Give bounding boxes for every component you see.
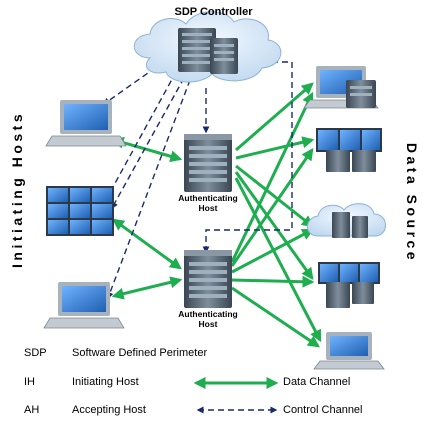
- data-channel-gw2-to-ds4: [231, 275, 315, 288]
- gateway-label-line1: Authenticating: [178, 193, 238, 203]
- monitor-server-icon: [316, 128, 382, 172]
- legend-control-channel: Control Channel: [283, 404, 363, 416]
- laptop-icon: [45, 100, 127, 147]
- controller-title: SDP Controller: [174, 6, 253, 18]
- legend-lines: [193, 377, 279, 414]
- legend-definition: Accepting Host: [72, 404, 146, 416]
- gateway-label: Authenticating Host: [171, 193, 245, 214]
- data-channel-gw1-to-ds2: [235, 136, 315, 160]
- gateway-server-icon: [184, 134, 232, 192]
- data-source-label: Data Source: [404, 142, 420, 264]
- cloud-server-icon: [307, 203, 386, 238]
- gateway-server-icon: [184, 250, 232, 308]
- data-channel-gw1-to-ds4: [234, 171, 314, 280]
- gateway-label-line2: Host: [198, 318, 218, 329]
- legend-data-channel: Data Channel: [283, 376, 351, 388]
- legend-abbr: AH: [24, 404, 40, 416]
- data-channel-laptop2-to-gw2: [111, 276, 183, 300]
- gateway-label-line2: Host: [198, 202, 218, 213]
- laptop-icon: [313, 332, 385, 370]
- initiating-hosts-label: Initiating Hosts: [9, 110, 25, 268]
- data-channel-monitors-to-gw2: [112, 218, 182, 270]
- data-channel-gw2-to-ds3: [231, 228, 315, 274]
- control-channel-right-loop: [202, 58, 293, 254]
- workstation-icon: [303, 66, 379, 109]
- control-channel-monitors-2: [111, 77, 185, 210]
- monitor-wall-icon: [46, 186, 114, 236]
- control-channel-monitors: [107, 71, 177, 198]
- data-channel-gw1-to-ds5: [234, 177, 322, 343]
- legend-definition: Initiating Host: [72, 376, 139, 388]
- gateway-label: Authenticating Host: [171, 309, 245, 330]
- data-channel-laptop-to-gw1: [111, 136, 183, 163]
- controller-server-icon: [178, 28, 238, 74]
- legend-abbr: SDP: [24, 347, 47, 359]
- control-channel-laptop2: [106, 79, 191, 300]
- legend-definition: Software Defined Perimeter: [72, 347, 208, 359]
- gateway-label-line1: Authenticating: [178, 309, 238, 319]
- data-channel-gw2-to-ds5: [231, 286, 320, 348]
- monitor-server-icon: [318, 262, 380, 308]
- laptop-icon: [43, 282, 125, 329]
- legend-abbr: IH: [24, 376, 35, 388]
